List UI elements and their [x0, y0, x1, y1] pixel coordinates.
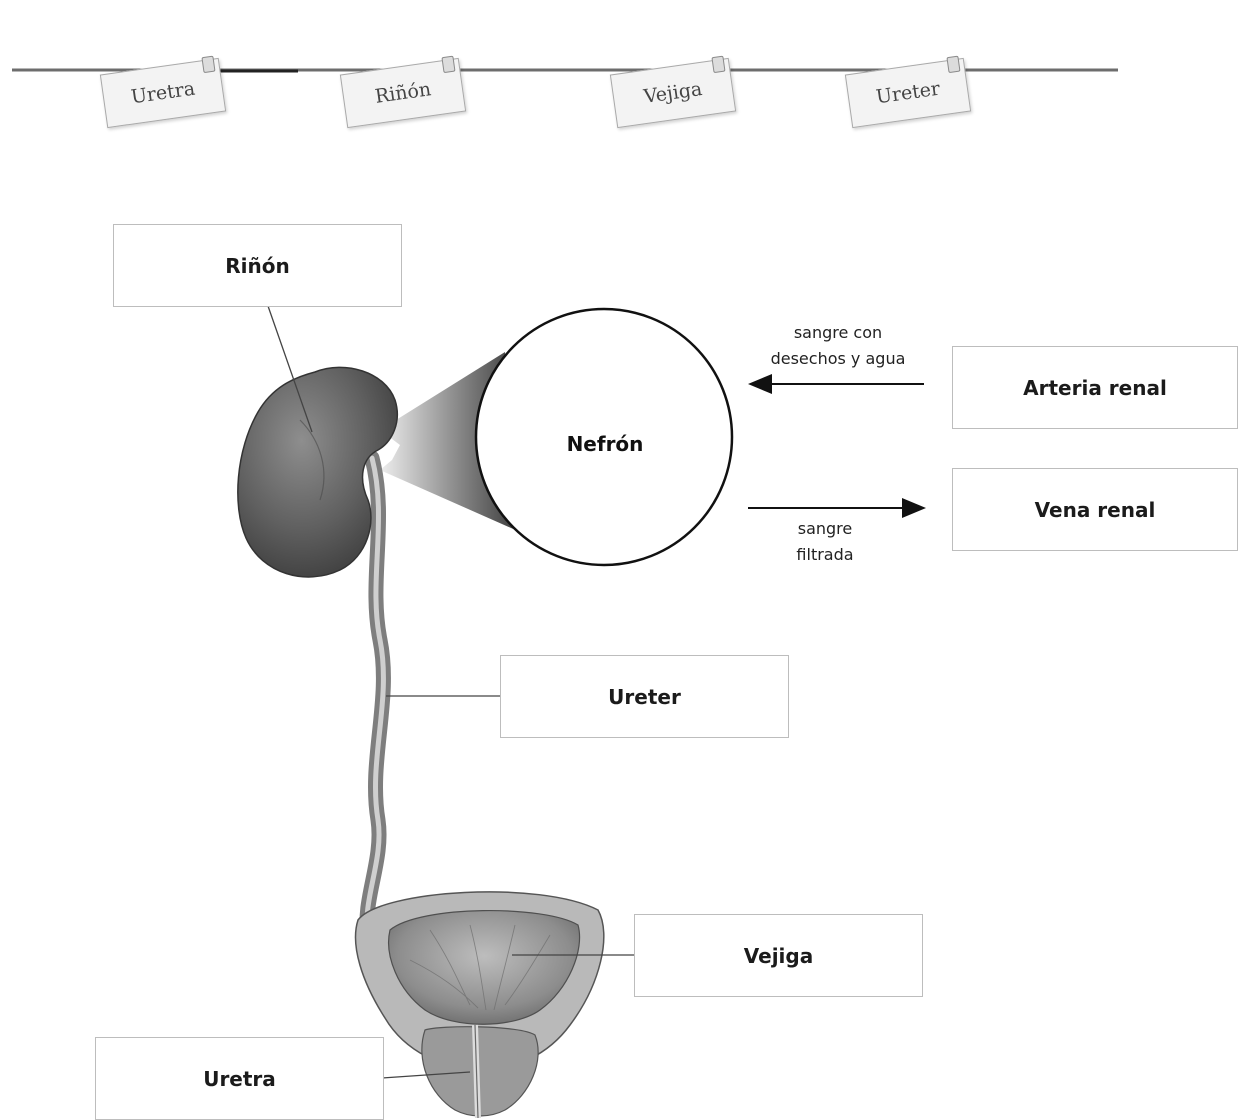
rinon-leader — [267, 305, 313, 433]
note-line: sangre con — [793, 323, 883, 342]
box-label: Riñón — [225, 253, 290, 278]
paperclip-icon — [441, 55, 456, 74]
note-line: filtrada — [796, 545, 854, 564]
tag-text: Uretra — [129, 77, 197, 109]
paperclip-icon — [711, 55, 726, 74]
nefron-label: Nefrón — [566, 432, 644, 456]
box-label: Uretra — [203, 1066, 276, 1091]
uretra-leader — [381, 1071, 471, 1079]
kidney-shape — [237, 366, 399, 578]
bladder-inner — [388, 909, 581, 1025]
drop-box-vena-renal[interactable]: Vena renal — [952, 468, 1238, 551]
paperclip-icon — [201, 55, 216, 74]
tag-text: Ureter — [874, 77, 942, 109]
tag-text: Vejiga — [642, 78, 704, 108]
paperclip-icon — [946, 55, 961, 74]
tag-text: Riñón — [373, 78, 433, 108]
drop-box-uretra[interactable]: Uretra — [95, 1037, 384, 1120]
box-label: Arteria renal — [1023, 375, 1167, 400]
box-label: Vejiga — [743, 943, 814, 968]
note-line: sangre — [797, 519, 853, 538]
box-label: Vena renal — [1034, 497, 1156, 522]
nefron-circle — [474, 307, 734, 567]
drop-box-rinon[interactable]: Riñón — [113, 224, 402, 307]
arrow-in-note: sangre con desechos y agua — [748, 320, 928, 372]
drop-box-vejiga[interactable]: Vejiga — [634, 914, 923, 997]
arrow-out-note: sangre filtrada — [765, 516, 885, 568]
box-label: Ureter — [608, 684, 681, 709]
drop-box-ureter[interactable]: Ureter — [500, 655, 789, 738]
urethra-region — [421, 1026, 539, 1117]
drop-box-arteria-renal[interactable]: Arteria renal — [952, 346, 1238, 429]
note-line: desechos y agua — [770, 349, 906, 368]
